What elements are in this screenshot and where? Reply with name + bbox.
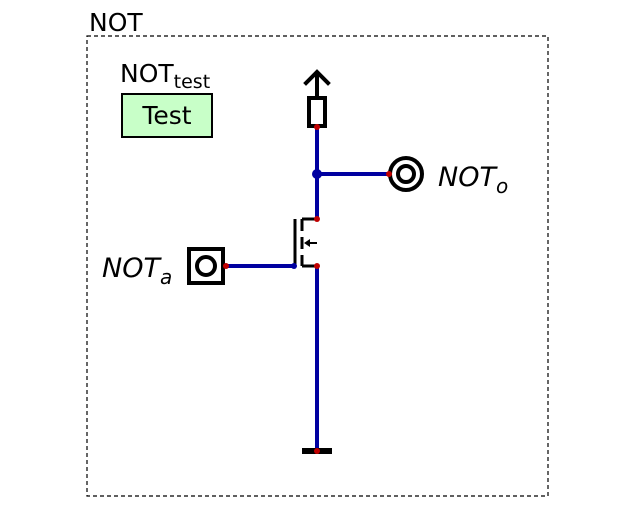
gate-junction-dot (291, 263, 297, 269)
terminal-dot-input (223, 263, 229, 269)
test-label-sub: test (174, 71, 211, 93)
input-square-pin-icon[interactable] (187, 247, 225, 285)
input-label-main: NOT (102, 253, 162, 284)
input-label-sub: a (160, 265, 172, 289)
test-button[interactable]: Test (121, 93, 213, 138)
output-label-sub: o (496, 174, 508, 198)
output-ring-pin-icon[interactable] (388, 156, 424, 192)
output-label-main: NOT (438, 162, 498, 193)
terminal-dot-ground (314, 448, 320, 454)
output-label: NOTo (438, 162, 508, 198)
pull-up-resistor-icon (307, 96, 327, 128)
wire-junction-dot (312, 169, 322, 179)
terminal-dots (223, 124, 392, 454)
wires (226, 127, 389, 450)
test-label-main: NOT (120, 59, 174, 88)
test-label: NOTtest (120, 59, 210, 93)
module-boundary (86, 35, 549, 497)
terminal-dot-output (386, 171, 392, 177)
input-label: NOTa (102, 253, 172, 289)
terminal-dot-source (314, 263, 320, 269)
terminal-dot-resistor (314, 124, 320, 130)
module-title: NOT (89, 8, 143, 37)
power-supply-arrow-icon (303, 69, 331, 100)
nmos-transistor-icon (293, 217, 317, 268)
terminal-dot-drain (314, 216, 320, 222)
transistor-body-arrow (304, 239, 310, 247)
